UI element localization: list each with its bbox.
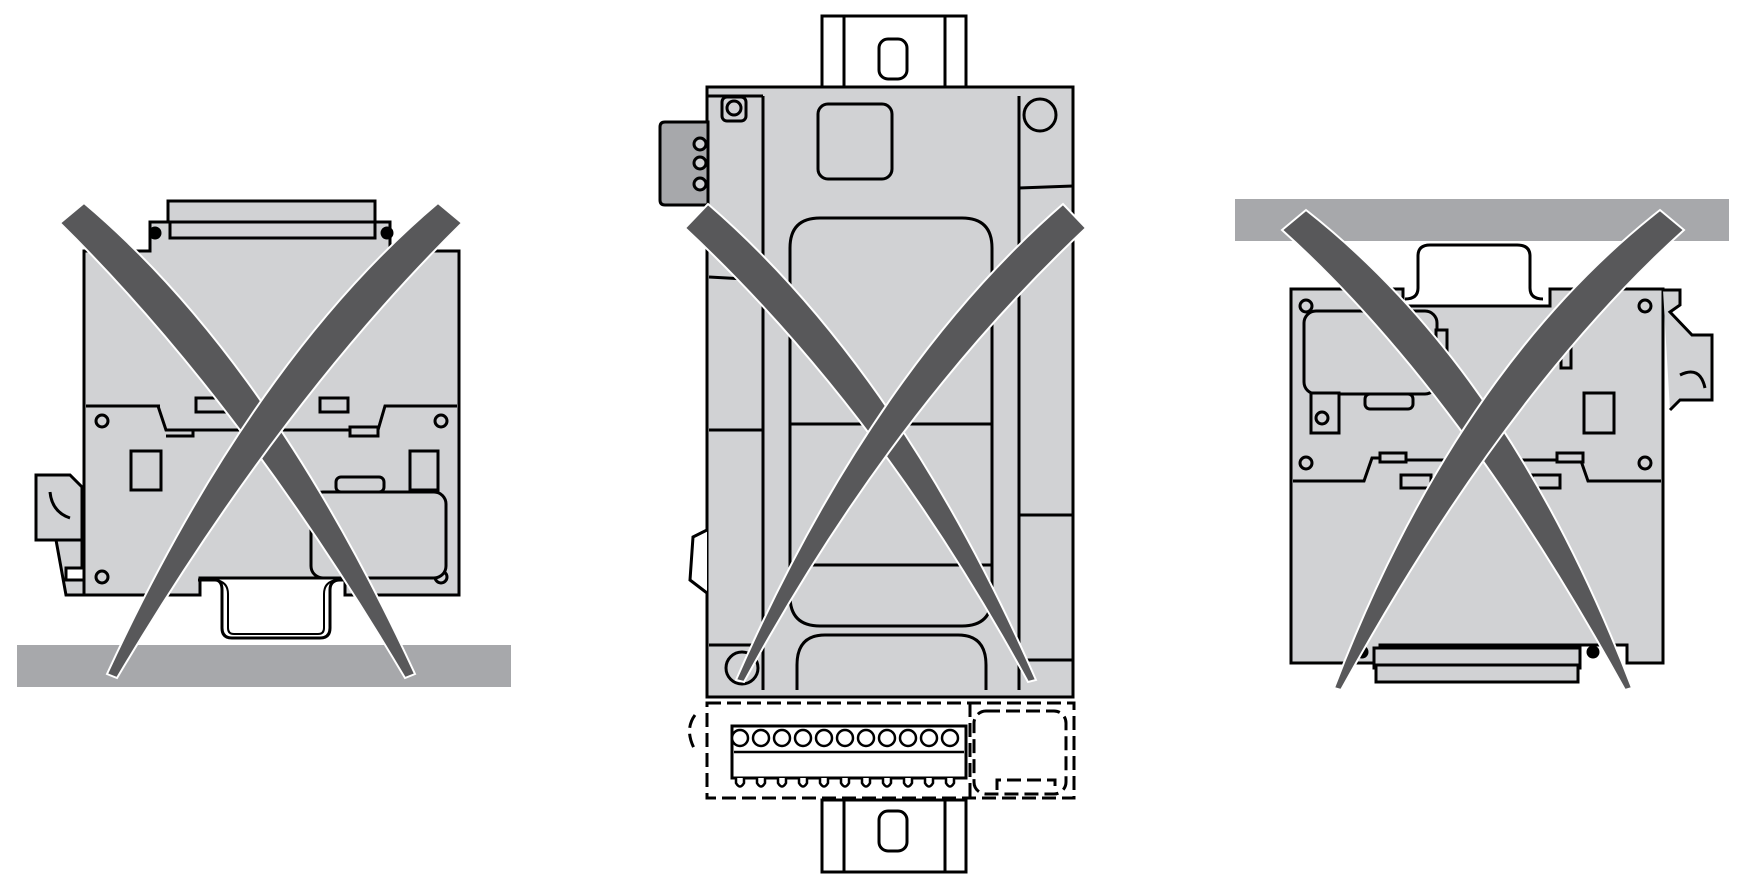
x-cross-icon [1280, 208, 1686, 692]
x-cross-icon [683, 202, 1088, 684]
terminal-screws [730, 724, 968, 788]
mounting-surface-bottom [17, 645, 511, 687]
removable-terminal-block [688, 701, 1076, 800]
x-cross-icon [58, 201, 464, 680]
